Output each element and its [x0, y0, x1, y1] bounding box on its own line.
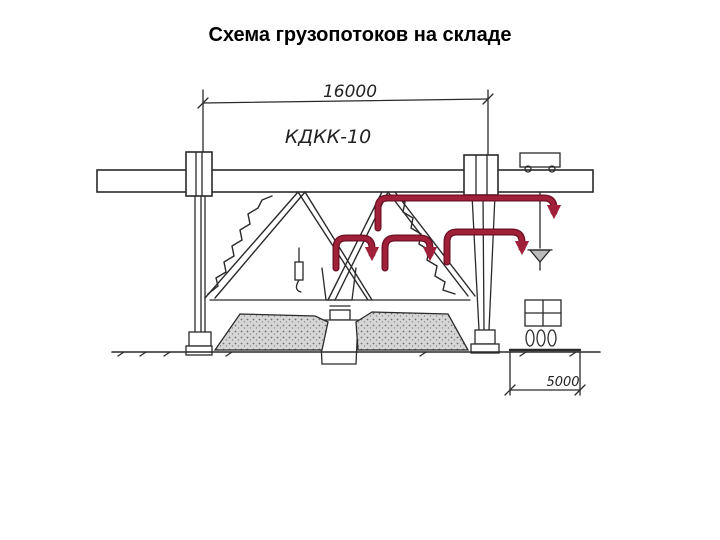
offset-dimension-label: 5000: [546, 375, 579, 390]
storage-stack: [508, 299, 582, 352]
span-dimension-line: [197, 89, 494, 161]
offset-dimension-line: [504, 351, 586, 396]
central-hopper: [319, 267, 359, 365]
slide-title: Схема грузопотоков на складе: [208, 24, 512, 46]
left-truss: [204, 191, 373, 301]
flow-arrow-3: [443, 228, 530, 266]
left-bulk-pile: [213, 313, 329, 351]
flow-arrow-2: [381, 234, 438, 272]
crane-beam: [96, 169, 594, 193]
flow-arrow-1: [332, 234, 380, 272]
ground-line: [111, 351, 601, 357]
hoist-hook: [294, 247, 304, 293]
right-bulk-pile: [355, 311, 470, 351]
right-truss: [327, 191, 476, 301]
flow-arrow-4: [374, 194, 562, 232]
right-crane-leg: [463, 154, 500, 354]
left-crane-leg: [185, 151, 213, 356]
span-dimension-label: 16000: [323, 82, 377, 102]
crane-trolley: [519, 152, 561, 249]
grab-bucket: [527, 249, 553, 271]
crane-model-label: КДКК-10: [285, 126, 371, 148]
